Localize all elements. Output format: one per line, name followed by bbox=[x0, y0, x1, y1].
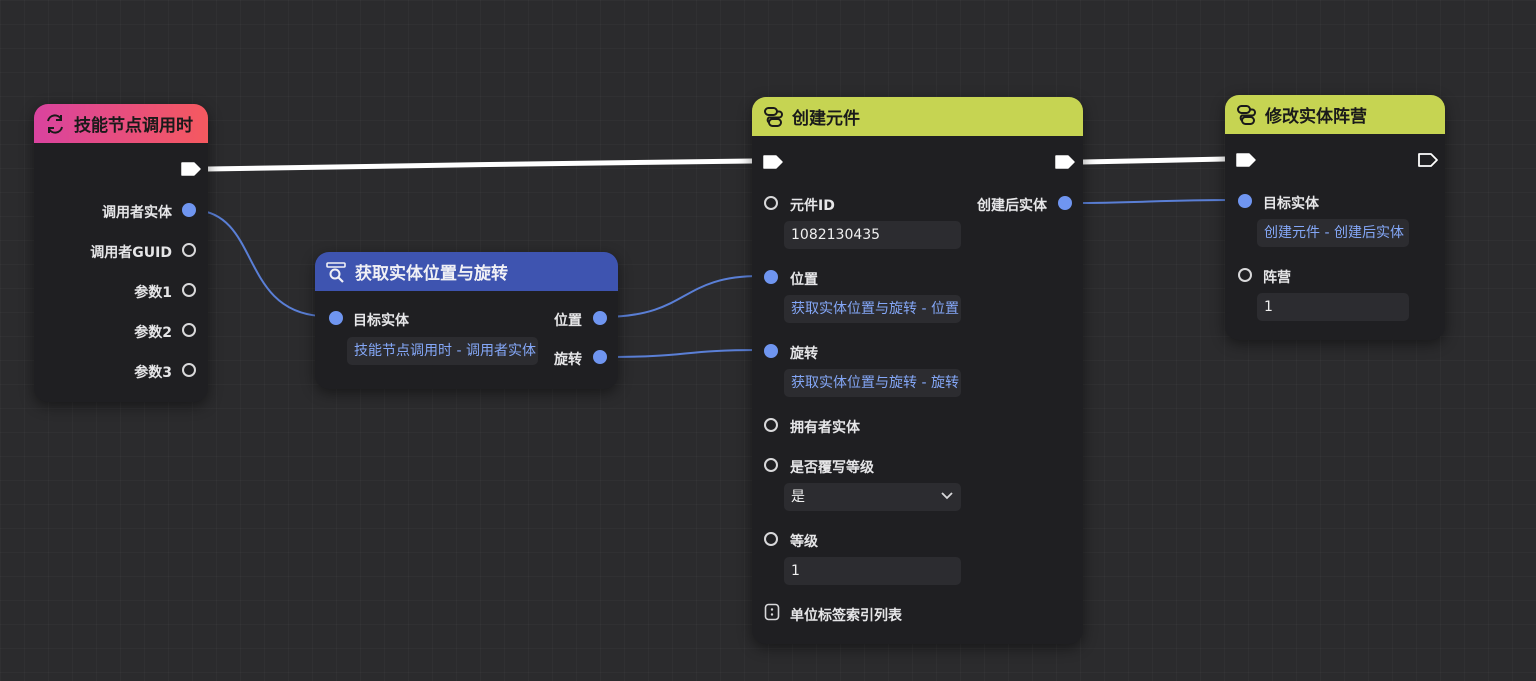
data-wire-position bbox=[606, 275, 761, 318]
input-field-element-id[interactable]: 1082130435 bbox=[784, 221, 961, 249]
event-refresh-icon bbox=[44, 113, 66, 135]
node-header[interactable]: 技能节点调用时 bbox=[34, 104, 208, 143]
node-create-element[interactable]: 创建元件 元件ID 1082130435 创建后实体 位置 获取实体位置与旋转 … bbox=[752, 97, 1083, 644]
input-field-faction[interactable]: 1 bbox=[1257, 293, 1409, 321]
input-field-level[interactable]: 1 bbox=[784, 557, 961, 585]
input-pin-level[interactable] bbox=[764, 532, 778, 546]
input-label-target-entity: 目标实体 bbox=[353, 313, 409, 329]
output-pin-param2[interactable] bbox=[182, 323, 196, 337]
node-modify-faction[interactable]: 修改实体阵营 目标实体 创建元件 - 创建后实体 阵营 1 bbox=[1225, 95, 1445, 340]
list-pin-icon[interactable] bbox=[764, 603, 780, 625]
override-level-select[interactable]: 是 bbox=[784, 483, 961, 511]
node-header[interactable]: 获取实体位置与旋转 bbox=[315, 252, 618, 291]
input-label-level: 等级 bbox=[790, 534, 818, 550]
output-pin-caller-entity[interactable] bbox=[179, 200, 199, 220]
flow-wire-event-to-create bbox=[207, 158, 753, 172]
input-pin-owner-entity[interactable] bbox=[764, 418, 778, 432]
input-label-tag-list: 单位标签索引列表 bbox=[790, 608, 902, 624]
output-label-created-entity: 创建后实体 bbox=[977, 198, 1047, 214]
input-label-element-id: 元件ID bbox=[790, 198, 835, 214]
input-label-rotation: 旋转 bbox=[790, 346, 818, 362]
input-label-override-level: 是否覆写等级 bbox=[790, 460, 874, 476]
data-wire-rotation bbox=[606, 349, 761, 358]
output-pin-param3[interactable] bbox=[182, 363, 196, 377]
node-title: 修改实体阵营 bbox=[1265, 107, 1367, 127]
output-pin-param1[interactable] bbox=[182, 283, 196, 297]
output-pin-caller-guid[interactable] bbox=[182, 243, 196, 257]
output-label-param1: 参数1 bbox=[134, 285, 172, 301]
input-value-target-entity[interactable]: 创建元件 - 创建后实体 bbox=[1257, 219, 1409, 247]
input-pin-position[interactable] bbox=[761, 267, 781, 287]
node-skill-call-event[interactable]: 技能节点调用时 调用者实体 调用者GUID 参数1 参数2 参数3 bbox=[34, 104, 208, 402]
chevron-down-icon bbox=[940, 483, 954, 511]
flow-out-pin[interactable] bbox=[1054, 154, 1076, 174]
node-title: 创建元件 bbox=[792, 109, 860, 129]
output-label-rotation: 旋转 bbox=[554, 352, 582, 368]
node-title: 技能节点调用时 bbox=[74, 116, 193, 136]
input-value-target-entity[interactable]: 技能节点调用时 - 调用者实体 bbox=[347, 337, 538, 365]
node-title: 获取实体位置与旋转 bbox=[355, 264, 508, 284]
query-search-icon bbox=[325, 261, 347, 283]
flow-in-pin[interactable] bbox=[1235, 152, 1257, 172]
output-label-param3: 参数3 bbox=[134, 365, 172, 381]
output-label-param2: 参数2 bbox=[134, 325, 172, 341]
flow-out-pin[interactable] bbox=[180, 161, 202, 181]
output-label-position: 位置 bbox=[554, 313, 582, 329]
input-pin-rotation[interactable] bbox=[761, 341, 781, 361]
input-pin-target-entity[interactable] bbox=[1235, 191, 1255, 211]
input-label-position: 位置 bbox=[790, 272, 818, 288]
data-wire-created-entity bbox=[1071, 199, 1234, 204]
flow-wire-create-to-faction bbox=[1082, 156, 1226, 165]
input-value-rotation[interactable]: 获取实体位置与旋转 - 旋转 bbox=[784, 369, 961, 397]
input-label-owner-entity: 拥有者实体 bbox=[790, 420, 860, 436]
output-label-caller-entity: 调用者实体 bbox=[102, 205, 172, 221]
input-pin-target-entity[interactable] bbox=[326, 308, 346, 328]
flow-in-pin[interactable] bbox=[762, 154, 784, 174]
input-label-target-entity: 目标实体 bbox=[1263, 196, 1319, 212]
select-value: 是 bbox=[791, 489, 805, 505]
input-pin-faction[interactable] bbox=[1238, 268, 1252, 282]
input-pin-override-level[interactable] bbox=[764, 458, 778, 472]
output-pin-rotation[interactable] bbox=[590, 347, 610, 367]
exec-node-icon bbox=[762, 106, 784, 128]
data-wire-caller-to-target bbox=[195, 209, 321, 317]
node-get-entity-transform[interactable]: 获取实体位置与旋转 目标实体 技能节点调用时 - 调用者实体 位置 旋转 bbox=[315, 252, 618, 389]
flow-out-pin[interactable] bbox=[1417, 152, 1439, 172]
node-header[interactable]: 修改实体阵营 bbox=[1225, 95, 1445, 134]
node-header[interactable]: 创建元件 bbox=[752, 97, 1083, 136]
input-pin-element-id[interactable] bbox=[764, 196, 778, 210]
input-label-faction: 阵营 bbox=[1263, 270, 1291, 286]
output-pin-created-entity[interactable] bbox=[1055, 193, 1075, 213]
output-pin-position[interactable] bbox=[590, 308, 610, 328]
output-label-caller-guid: 调用者GUID bbox=[90, 245, 172, 261]
exec-node-icon bbox=[1235, 104, 1257, 126]
input-value-position[interactable]: 获取实体位置与旋转 - 位置 bbox=[784, 295, 961, 323]
